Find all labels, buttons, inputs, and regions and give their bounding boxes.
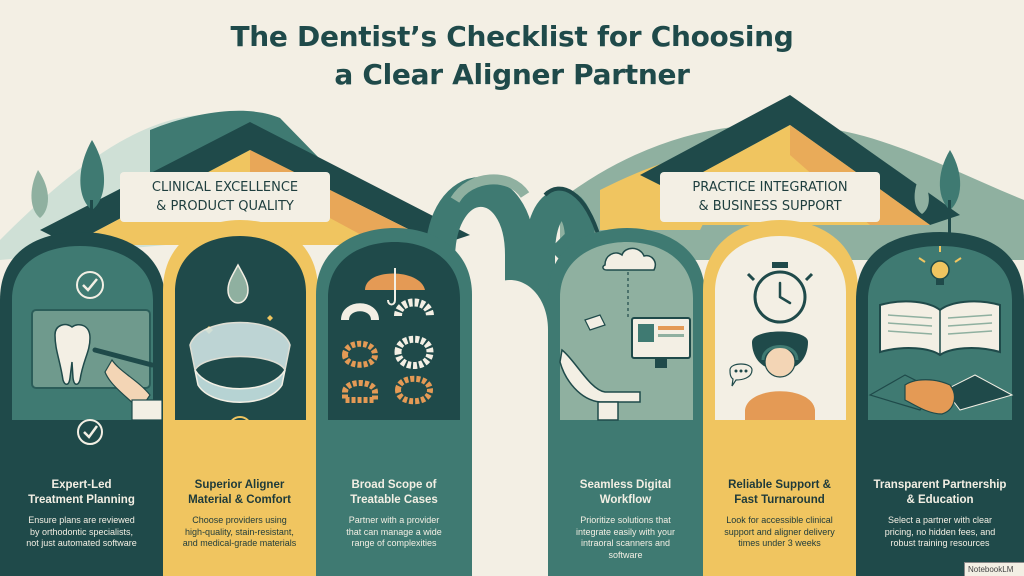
card-desc-transparent-partnership: Select a partner with clear pricing, no … xyxy=(856,515,1024,550)
card-title-line: Treatable Cases xyxy=(350,494,438,506)
card-title-line: Expert-Led xyxy=(51,479,112,491)
card-desc-superior-aligner: Choose providers using high-quality, sta… xyxy=(163,515,316,550)
card-title-line: Superior Aligner xyxy=(194,479,285,491)
card-title-superior-aligner: Superior Aligner Material & Comfort xyxy=(163,478,316,508)
card-desc-line: that can manage a wide xyxy=(346,526,442,537)
card-title-line: Material & Comfort xyxy=(188,494,291,506)
tooth-tablet-icon xyxy=(31,271,163,445)
card-desc-reliable-support: Look for accessible clinical support and… xyxy=(703,515,856,550)
card-desc-line: Look for accessible clinical xyxy=(726,515,833,525)
card-title-broad-scope: Broad Scope of Treatable Cases xyxy=(316,478,472,508)
card-desc-line: and medical-grade materials xyxy=(182,538,297,548)
section-label-practice: PRACTICE INTEGRATION & BUSINESS SUPPORT xyxy=(660,178,880,216)
card-desc-line: software xyxy=(608,549,643,560)
page-title-line-1: The Dentist’s Checklist for Choosing xyxy=(230,20,794,53)
card-desc-digital-workflow: Prioritize solutions that integrate easi… xyxy=(548,515,703,561)
aligner-droplet-icon xyxy=(189,263,291,440)
section-label-line: CLINICAL EXCELLENCE xyxy=(151,180,299,195)
watermark-badge: NotebookLM xyxy=(964,562,1024,576)
section-label-line: PRACTICE INTEGRATION xyxy=(692,180,848,195)
card-title-line: Transparent Partnership xyxy=(873,479,1007,491)
card-desc-broad-scope: Partner with a provider that can manage … xyxy=(316,515,472,550)
card-title-digital-workflow: Seamless Digital Workflow xyxy=(548,478,703,508)
card-desc-line: integrate easily with your xyxy=(575,526,676,537)
card-desc-expert-led: Ensure plans are reviewed by orthodontic… xyxy=(0,515,163,550)
card-desc-line: Select a partner with clear xyxy=(887,515,993,525)
card-desc-line: high-quality, stain-resistant, xyxy=(185,526,294,537)
card-desc-line: Prioritize solutions that xyxy=(580,515,671,525)
card-desc-line: times under 3 weeks xyxy=(738,538,821,548)
card-desc-line: intraoral scanners and xyxy=(580,538,671,548)
stopwatch-agent-icon xyxy=(729,262,815,420)
card-title-line: Fast Turnaround xyxy=(734,494,825,506)
card-desc-line: Choose providers using xyxy=(192,515,287,525)
section-label-clinical: CLINICAL EXCELLENCE & PRODUCT QUALITY xyxy=(120,178,330,216)
book-handshake-icon xyxy=(868,246,1014,415)
card-desc-line: support and aligner delivery xyxy=(724,526,835,537)
card-title-transparent-partnership: Transparent Partnership & Education xyxy=(856,478,1024,508)
card-title-reliable-support: Reliable Support & Fast Turnaround xyxy=(703,478,856,508)
card-desc-line: Ensure plans are reviewed xyxy=(28,515,135,525)
section-label-line: & BUSINESS SUPPORT xyxy=(698,199,842,214)
section-plate-left xyxy=(120,172,330,222)
section-plate-right xyxy=(660,172,880,222)
card-desc-line: not just automated software xyxy=(26,538,137,548)
card-title-line: Seamless Digital xyxy=(579,479,672,491)
chair-monitor-cloud-icon xyxy=(559,247,691,421)
card-desc-line: Partner with a provider xyxy=(348,515,440,525)
card-desc-line: range of complexities xyxy=(351,538,437,548)
umbrella-teeth-icon xyxy=(341,268,434,405)
page-title-line-2: a Clear Aligner Partner xyxy=(334,58,690,91)
card-desc-line: pricing, no hidden fees, and xyxy=(884,526,996,537)
card-title-line: Broad Scope of xyxy=(351,479,437,491)
section-label-line: & PRODUCT QUALITY xyxy=(156,199,294,214)
card-title-expert-led: Expert-Led Treatment Planning xyxy=(0,478,163,508)
card-title-line: Treatment Planning xyxy=(28,494,135,506)
card-title-line: & Education xyxy=(906,494,974,506)
card-desc-line: robust training resources xyxy=(890,538,990,548)
card-title-line: Reliable Support & xyxy=(728,479,831,491)
card-desc-line: by orthodontic specialists, xyxy=(29,526,134,537)
card-title-line: Workflow xyxy=(599,494,652,506)
